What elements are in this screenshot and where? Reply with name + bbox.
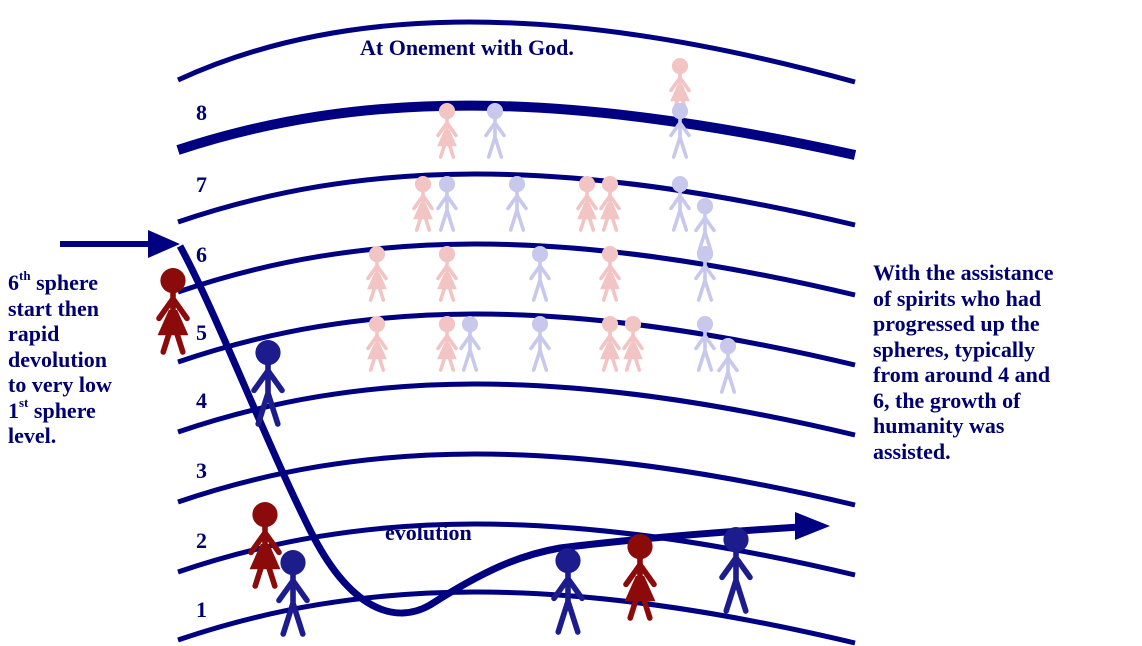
left-note: 6th sphere start then rapid devolution t… xyxy=(8,267,112,449)
sphere-boundary-3 xyxy=(177,451,856,508)
male-figure-icon xyxy=(694,316,716,372)
male-figure-icon xyxy=(484,103,506,159)
evolution-arrow-head xyxy=(795,512,830,540)
female-figure-icon xyxy=(576,176,598,232)
female-figure-icon xyxy=(436,316,458,372)
sphere-boundary-5 xyxy=(177,311,856,368)
sphere-label-8: 8 xyxy=(196,100,207,125)
sphere-label-1: 1 xyxy=(196,597,207,622)
male-figure-icon xyxy=(506,176,528,232)
male-figure-icon xyxy=(719,527,753,614)
male-figure-icon xyxy=(694,246,716,302)
male-figure-icon xyxy=(694,198,716,254)
female-figure-icon xyxy=(599,316,621,372)
left-note-line: to very low xyxy=(8,372,112,397)
sphere-boundary-7 xyxy=(177,171,856,228)
male-figure-icon xyxy=(436,176,458,232)
sphere-label-4: 4 xyxy=(196,388,207,413)
male-figure-icon xyxy=(459,316,481,372)
humanity-figures xyxy=(156,268,753,637)
male-figure-icon xyxy=(669,176,691,232)
sphere-boundary-1 xyxy=(177,589,856,646)
sphere-label-6: 6 xyxy=(196,242,207,267)
female-figure-icon xyxy=(366,316,388,372)
sphere-label-2: 2 xyxy=(196,528,207,553)
female-figure-icon xyxy=(412,176,434,232)
female-figure-icon xyxy=(599,246,621,302)
right-note-line: spheres, typically xyxy=(873,336,1036,362)
right-note-line: humanity was xyxy=(873,413,1005,438)
left-note-line: 1st sphere xyxy=(8,395,96,423)
sphere-numbers: 1 2 3 4 5 6 7 8 xyxy=(196,100,207,622)
diagram-title: At Onement with God. xyxy=(360,35,574,60)
male-figure-icon xyxy=(551,548,585,635)
entry-arrow-head xyxy=(148,230,180,258)
female-figure-icon xyxy=(436,103,458,159)
sphere-label-5: 5 xyxy=(196,320,207,345)
right-note-line: assisted. xyxy=(873,438,951,464)
female-figure-icon xyxy=(436,246,458,302)
right-note-line: of spirits who had xyxy=(873,285,1042,311)
entry-arrow xyxy=(60,230,180,258)
sphere-boundary-top xyxy=(176,19,856,85)
evolution-label: evolution xyxy=(385,520,472,545)
male-figure-icon xyxy=(251,340,285,427)
right-note-line: from around 4 and xyxy=(873,362,1051,387)
male-figure-icon xyxy=(276,550,310,637)
left-note-line: 6th sphere xyxy=(8,267,98,295)
left-note-line: level. xyxy=(8,423,57,448)
sphere-label-3: 3 xyxy=(196,458,207,483)
sphere-label-7: 7 xyxy=(196,172,207,197)
female-figure-icon xyxy=(599,176,621,232)
male-figure-icon xyxy=(669,103,691,159)
female-figure-icon xyxy=(622,316,644,372)
female-figure-icon xyxy=(248,501,282,589)
right-note-line: progressed up the xyxy=(873,311,1040,336)
right-note: With the assistance of spirits who had p… xyxy=(873,260,1054,464)
male-figure-icon xyxy=(717,338,739,394)
sphere-boundary-6 xyxy=(177,241,856,298)
male-figure-icon xyxy=(529,316,551,372)
male-figure-icon xyxy=(529,246,551,302)
progressed-spirits xyxy=(366,58,739,394)
left-note-line: rapid xyxy=(8,321,60,346)
female-figure-icon xyxy=(623,534,657,621)
right-note-line: With the assistance xyxy=(873,260,1054,285)
female-figure-icon xyxy=(366,246,388,302)
sphere-boundary-8 xyxy=(176,100,857,160)
left-note-line: devolution xyxy=(8,346,108,372)
female-figure-icon xyxy=(156,268,190,355)
female-figure-icon xyxy=(669,58,691,114)
right-note-line: 6, the growth of xyxy=(873,387,1021,413)
left-note-line: start then xyxy=(8,295,100,321)
